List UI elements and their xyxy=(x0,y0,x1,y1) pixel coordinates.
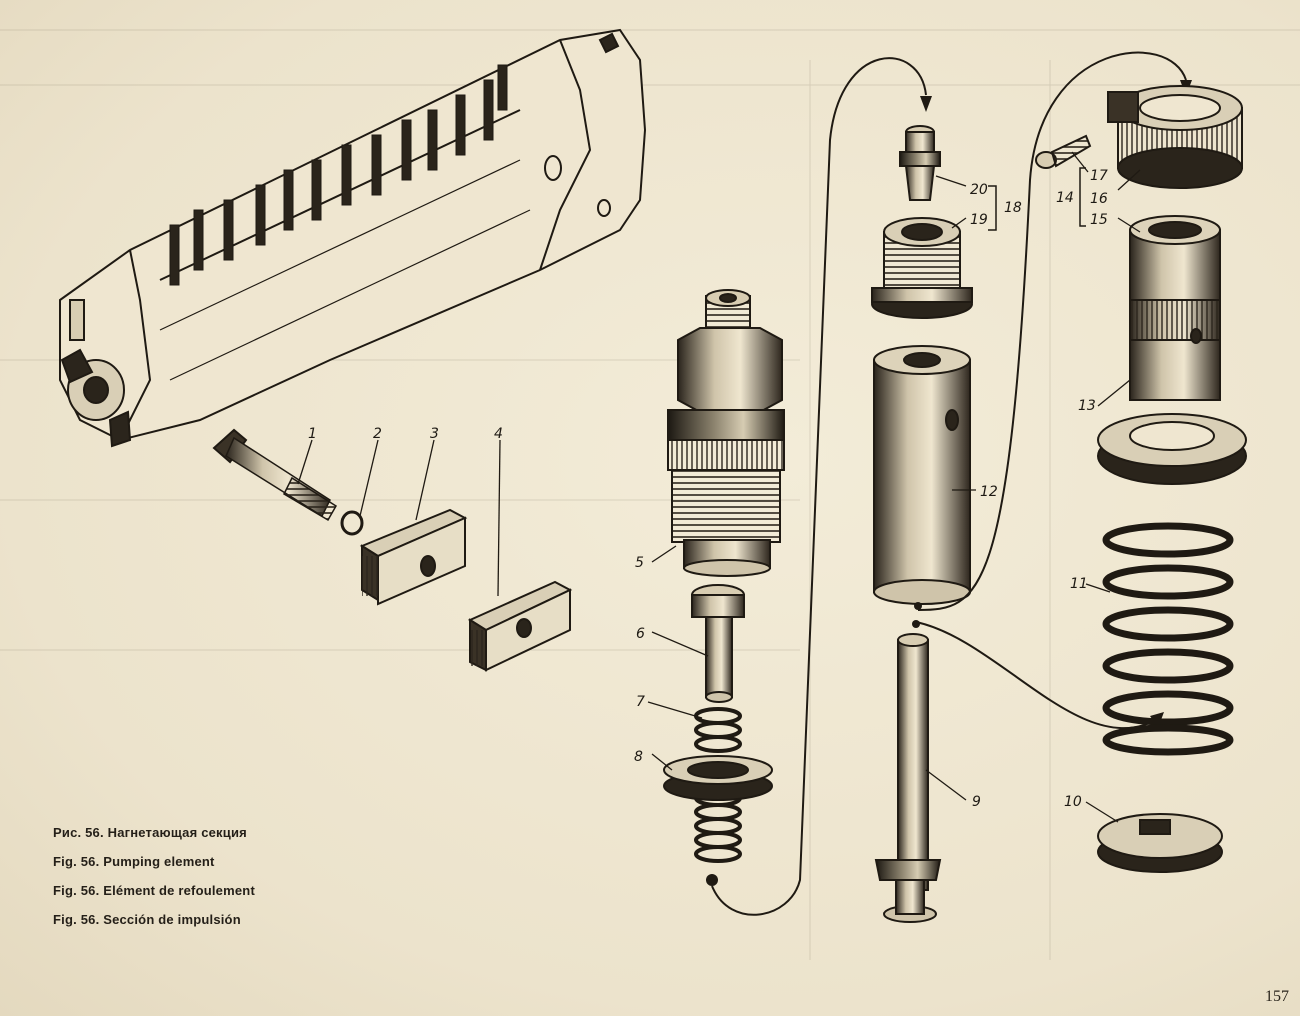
grouping-brackets xyxy=(988,167,1086,231)
caption-english: Fig. 56. Pumping element xyxy=(53,854,215,869)
label-7: 7 xyxy=(636,694,645,710)
spring-seat-part xyxy=(1097,413,1247,485)
plunger-part xyxy=(874,633,942,923)
label-16: 16 xyxy=(1090,191,1108,207)
lower-seat-part xyxy=(1097,813,1223,873)
valve-holder-part xyxy=(667,289,785,577)
label-1: 1 xyxy=(308,426,317,442)
page-number: 157 xyxy=(1265,988,1289,1005)
caption-french: Fig. 56. Elément de refoulement xyxy=(53,883,255,898)
label-9: 9 xyxy=(972,794,981,810)
connector-dot xyxy=(706,874,718,886)
label-12: 12 xyxy=(980,484,998,500)
seat-ring-part xyxy=(663,755,773,801)
label-20: 20 xyxy=(970,182,988,198)
caption-russian: Рис. 56. Нагнетающая секция xyxy=(53,825,247,840)
label-11: 11 xyxy=(1070,576,1088,592)
main-spring-part xyxy=(1102,522,1234,756)
bolt-part xyxy=(212,428,338,522)
part-number-labels: 1 2 3 4 5 6 7 8 9 10 11 12 13 14 15 16 1… xyxy=(308,168,1108,810)
connector-curve-left xyxy=(711,57,927,916)
label-19: 19 xyxy=(970,212,988,228)
figure-captions: Рис. 56. Нагнетающая секция Fig. 56. Pum… xyxy=(53,818,255,934)
pump-housing-drawing xyxy=(59,28,647,448)
block-part-3 xyxy=(359,508,468,606)
label-6: 6 xyxy=(636,626,645,642)
tappet-posts xyxy=(169,64,508,286)
control-sleeve-part xyxy=(1129,215,1221,401)
caption-spanish: Fig. 56. Sección de impulsión xyxy=(53,912,241,927)
label-13: 13 xyxy=(1078,398,1096,414)
threaded-nut-part xyxy=(871,217,973,319)
screw-part xyxy=(1035,134,1092,169)
label-14: 14 xyxy=(1056,190,1074,206)
label-5: 5 xyxy=(635,555,644,571)
label-2: 2 xyxy=(373,426,382,442)
label-15: 15 xyxy=(1090,212,1108,228)
background-table-ghost xyxy=(0,29,1300,960)
connector-curve-right xyxy=(917,51,1187,611)
plug-part xyxy=(899,125,941,201)
barrel-part xyxy=(873,345,971,605)
label-18: 18 xyxy=(1004,200,1022,216)
valve-part xyxy=(691,584,745,703)
arrow-head xyxy=(920,96,932,112)
gear-ring-part xyxy=(1107,85,1243,189)
label-17: 17 xyxy=(1090,168,1108,184)
label-8: 8 xyxy=(634,749,643,765)
small-spring-part xyxy=(694,707,742,863)
block-part-4 xyxy=(467,580,573,672)
label-3: 3 xyxy=(430,426,439,442)
label-10: 10 xyxy=(1064,794,1082,810)
leader-lines xyxy=(297,151,1141,823)
label-4: 4 xyxy=(494,426,503,442)
washer-part xyxy=(340,510,364,536)
